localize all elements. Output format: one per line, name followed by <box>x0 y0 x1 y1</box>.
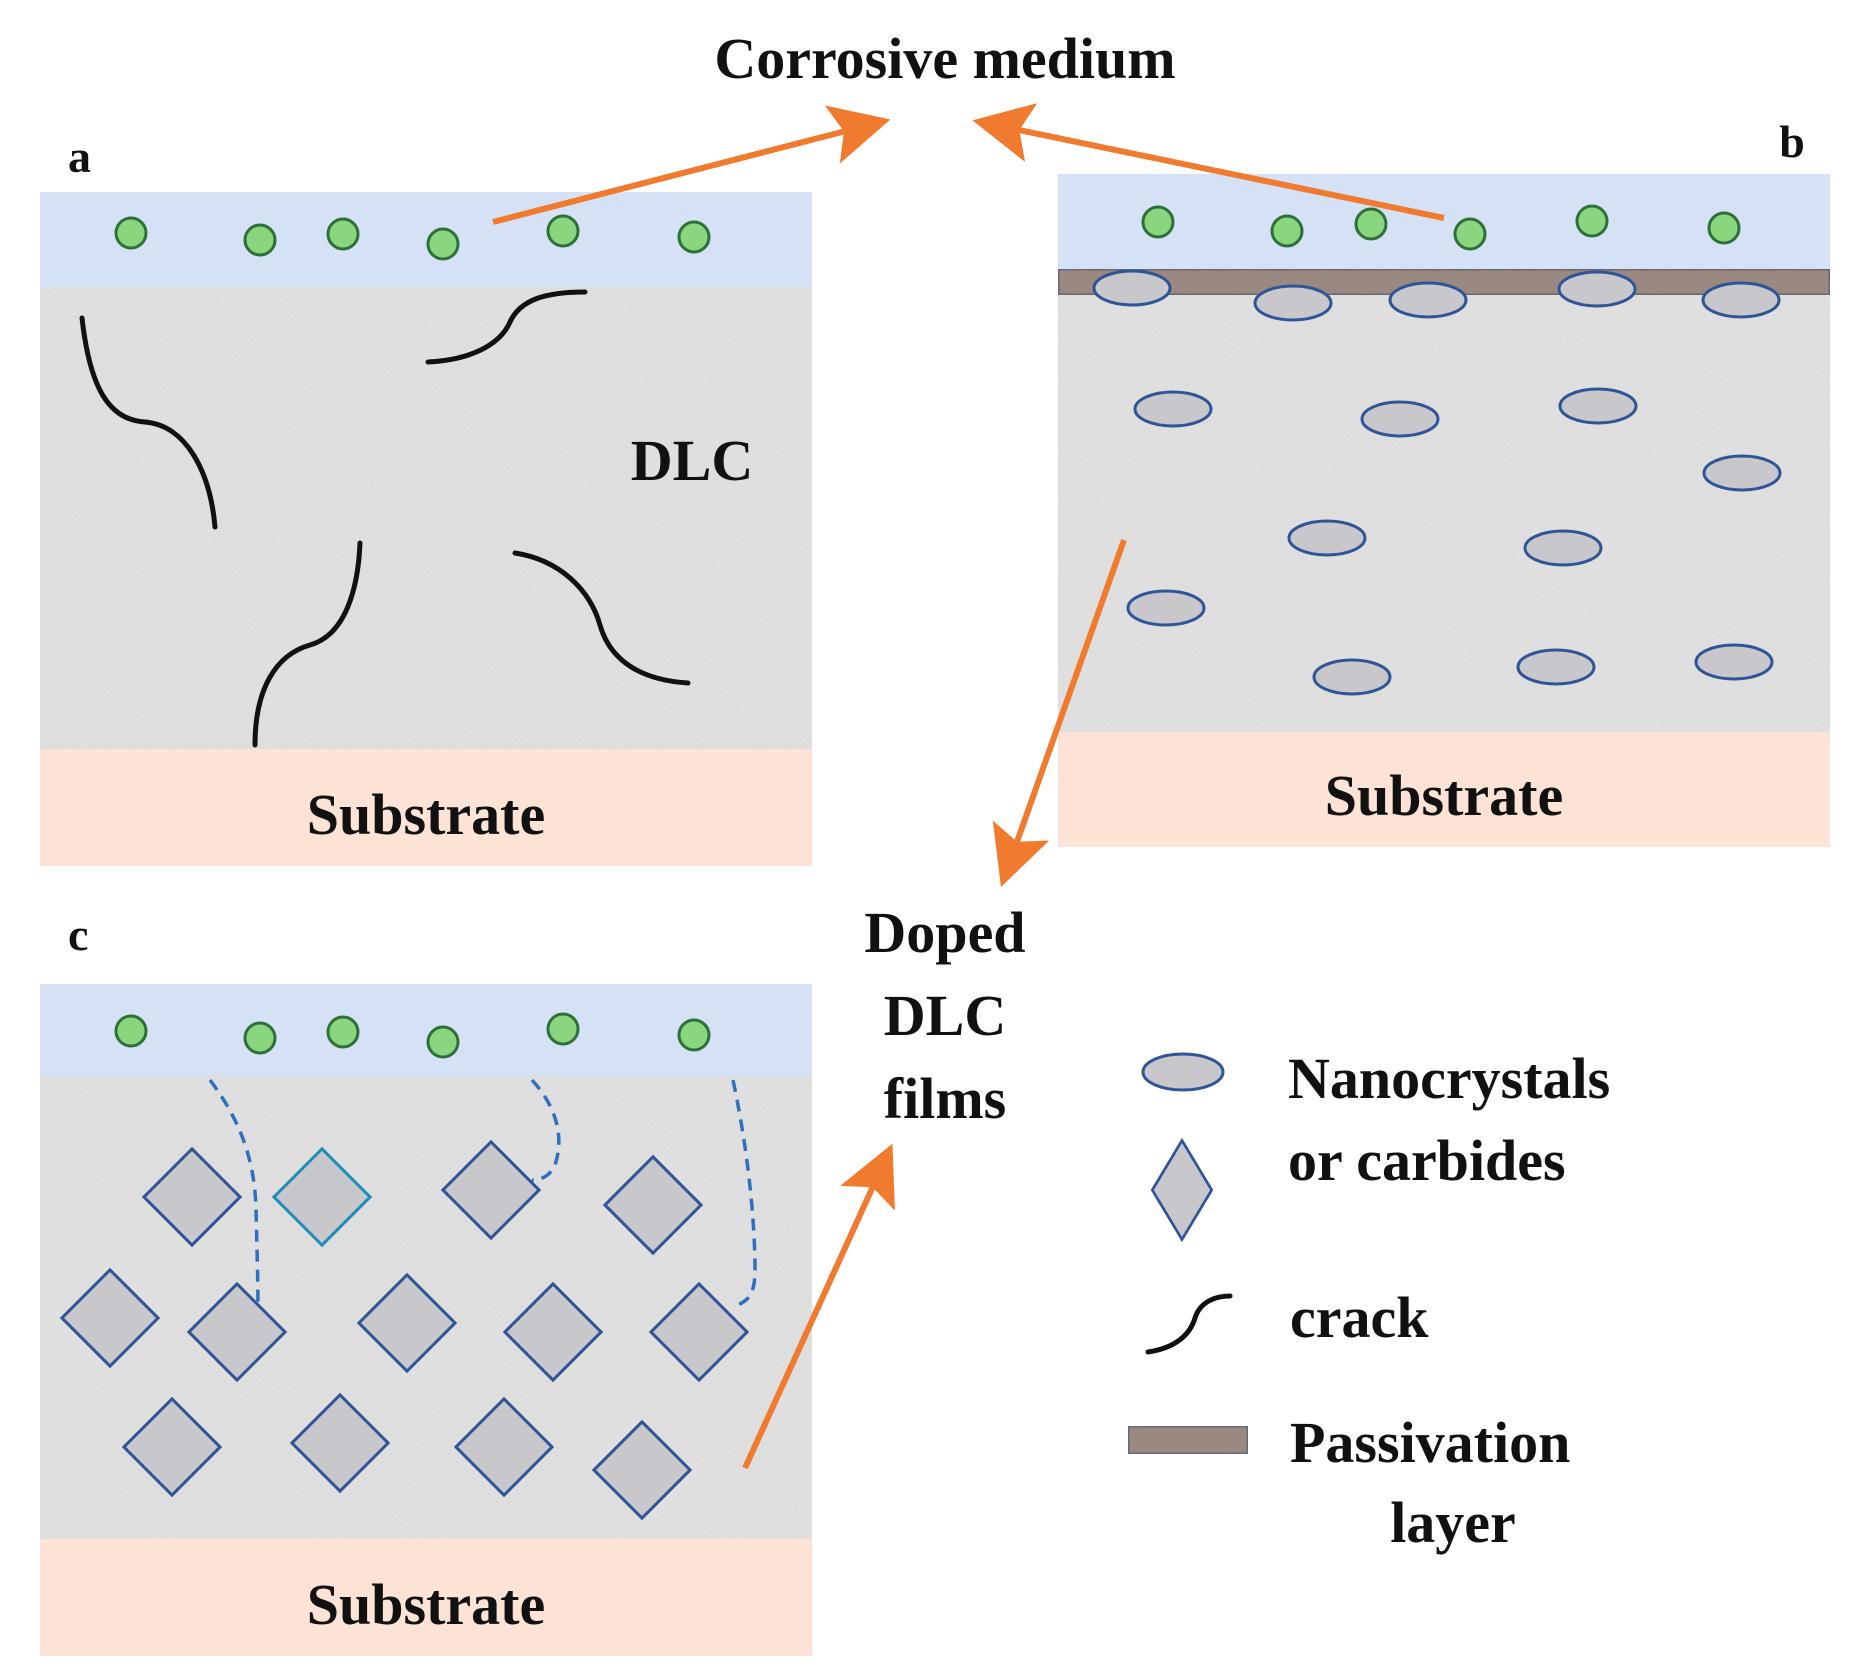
legend-layer-label: layer <box>1390 1490 1516 1555</box>
ion <box>1141 205 1175 239</box>
panel-c: c Substrate <box>40 909 812 1656</box>
ion <box>1575 204 1609 238</box>
legend-carbide-icon <box>1150 1137 1214 1243</box>
arrow-panel-c-to-doped-dlc <box>742 1143 895 1470</box>
ion <box>1453 217 1487 251</box>
arrow-panel-b-to-doped-dlc <box>992 538 1127 887</box>
legend-nanocrystal-icon <box>1141 1052 1225 1092</box>
ion <box>546 1012 580 1046</box>
nanocrystal <box>1253 284 1333 322</box>
doped-dlc-films-label: Doped DLC films <box>864 900 1025 1131</box>
ion <box>326 217 360 251</box>
ion <box>426 227 460 261</box>
panel-b-letter: b <box>1779 116 1805 167</box>
diffusion-path <box>208 1078 260 1311</box>
nanocrystal <box>1287 519 1367 557</box>
panel-a-substrate-label: Substrate <box>307 782 545 847</box>
ion <box>677 1018 711 1052</box>
nanocrystal <box>1702 454 1782 492</box>
panel-c-ions <box>114 1012 711 1059</box>
ion <box>1270 214 1304 248</box>
nanocrystal <box>1557 270 1637 308</box>
ion <box>426 1025 460 1059</box>
ion <box>243 223 277 257</box>
ion <box>114 216 148 250</box>
carbide <box>602 1154 704 1256</box>
panel-a-cracks <box>79 289 691 748</box>
panel-b-substrate-label: Substrate <box>1325 763 1563 828</box>
carbide <box>440 1139 542 1241</box>
ion <box>114 1014 148 1048</box>
carbide <box>289 1392 391 1494</box>
legend-passivation-icon <box>1126 1424 1250 1456</box>
panel-b-corrosive-medium-layer <box>1058 174 1830 269</box>
nanocrystal <box>1516 648 1596 686</box>
nanocrystal <box>1126 589 1206 627</box>
panel-a-dlc-label: DLC <box>631 428 753 493</box>
panel-a-substrate <box>40 749 812 866</box>
nanocrystal <box>1312 658 1392 696</box>
panel-c-diffusion-paths <box>208 1078 757 1311</box>
nanocrystal <box>1701 281 1781 319</box>
crack <box>79 315 218 530</box>
carbide <box>591 1419 693 1521</box>
arrow-panel-b-to-medium <box>972 103 1445 221</box>
doped-dlc-line3: films <box>884 1066 1006 1131</box>
ion <box>677 220 711 254</box>
doped-dlc-line2: DLC <box>884 983 1006 1048</box>
diffusion-path <box>731 1079 757 1307</box>
panel-b-nanocrystals <box>1092 269 1782 696</box>
panel-c-carbides <box>59 1139 750 1521</box>
panel-c-substrate <box>40 1539 812 1656</box>
panel-c-substrate-label: Substrate <box>307 1572 545 1637</box>
legend-nanocrystals-label: Nanocrystals <box>1288 1046 1610 1111</box>
crack <box>512 550 691 686</box>
panel-b-substrate <box>1058 732 1830 847</box>
carbide <box>453 1396 555 1498</box>
carbide <box>648 1281 750 1383</box>
carbide <box>121 1396 223 1498</box>
panel-c-letter: c <box>68 909 88 960</box>
ion <box>1707 211 1741 245</box>
doped-dlc-line1: Doped <box>864 900 1025 965</box>
nanocrystal <box>1360 400 1440 438</box>
carbide <box>59 1267 161 1369</box>
crack <box>252 540 363 748</box>
carbide <box>141 1146 243 1248</box>
nanocrystal <box>1133 390 1213 428</box>
ion <box>243 1021 277 1055</box>
carbide <box>502 1281 604 1383</box>
legend-passivation-label: Passivation <box>1290 1410 1570 1475</box>
nanocrystal <box>1694 643 1774 681</box>
nanocrystal <box>1092 269 1172 307</box>
diffusion-path <box>530 1078 561 1182</box>
arrows <box>492 103 1445 1470</box>
legend-crack-icon <box>1145 1293 1233 1355</box>
legend-carbides-label: or carbides <box>1288 1128 1566 1193</box>
arrow-panel-a-to-medium <box>492 105 891 225</box>
panel-a-dlc-film <box>40 287 812 749</box>
carbide <box>356 1272 458 1374</box>
legend: Nanocrystals or carbides crack Passivati… <box>1126 1046 1610 1555</box>
carbide-highlighted <box>271 1146 373 1248</box>
nanocrystal <box>1388 281 1468 319</box>
nanocrystal <box>1558 387 1638 425</box>
crack <box>425 289 588 365</box>
corrosive-medium-label: Corrosive medium <box>714 26 1175 91</box>
legend-crack-label: crack <box>1290 1285 1429 1350</box>
ion <box>1354 207 1388 241</box>
panel-b-ions <box>1141 204 1741 251</box>
nanocrystal <box>1523 529 1603 567</box>
panel-b: b Substrate <box>1056 116 1832 847</box>
carbide <box>186 1281 288 1383</box>
ion <box>546 214 580 248</box>
panel-a: a DLC Substrate <box>40 131 812 866</box>
panel-a-ions <box>114 214 711 261</box>
ion <box>326 1015 360 1049</box>
panel-a-letter: a <box>68 131 91 182</box>
